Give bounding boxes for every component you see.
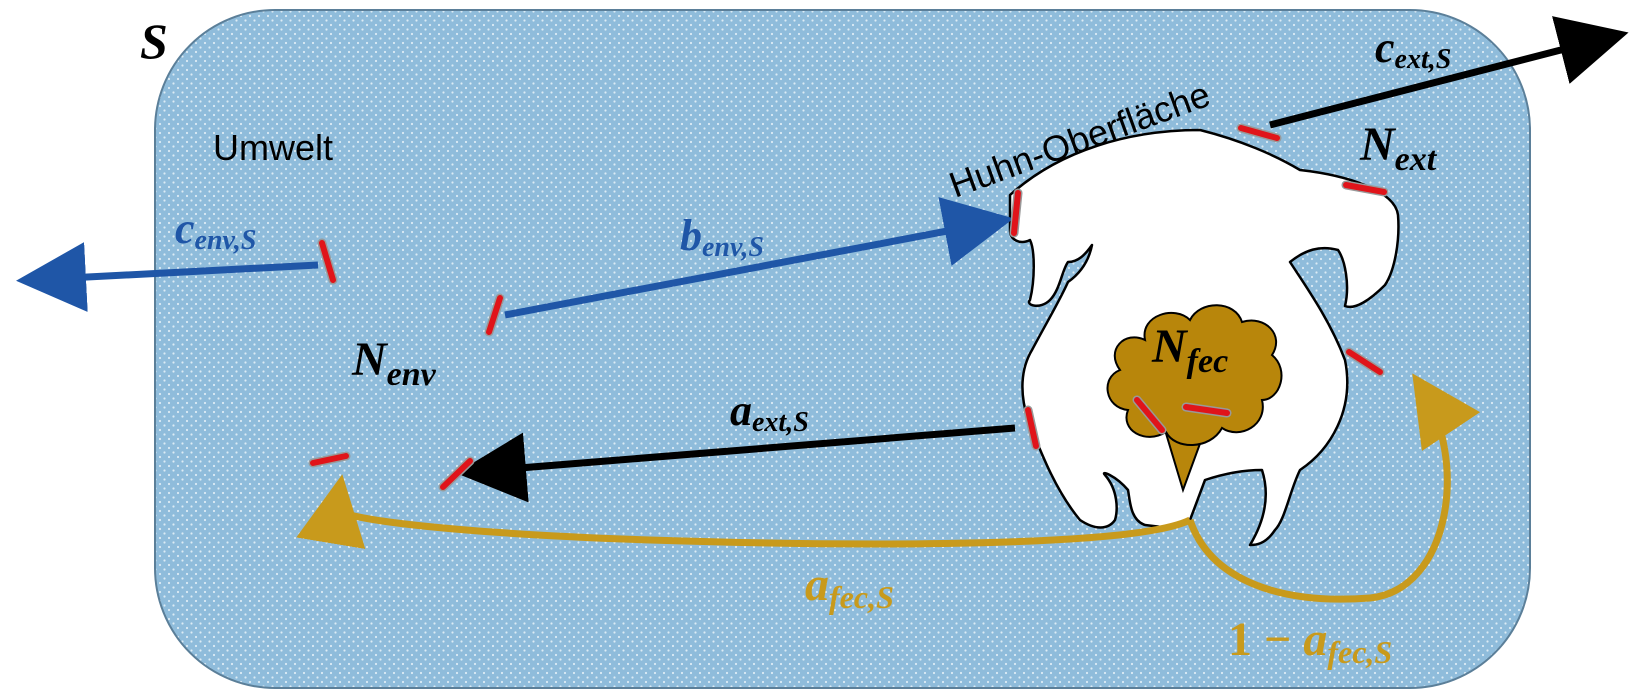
set-symbol-label: S bbox=[140, 13, 168, 69]
environment-label: Umwelt bbox=[213, 127, 333, 168]
